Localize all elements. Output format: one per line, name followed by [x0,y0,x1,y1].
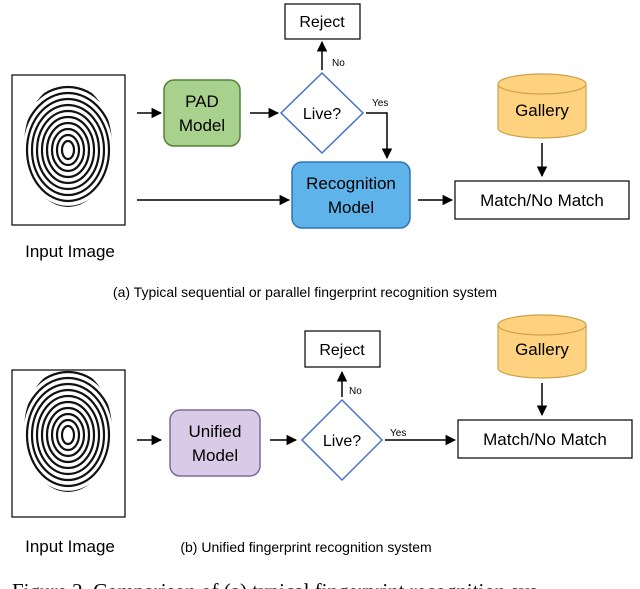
yes-label-b: Yes [390,428,406,439]
match-label-a: Match/No Match [480,191,604,210]
recognition-model-label-line2: Model [328,198,374,217]
live-decision-label-a: Live? [303,106,341,123]
reject-box-b [304,330,381,368]
arrow-live-to-recognition [366,112,393,160]
caption-b: (b) Unified fingerprint recognition syst… [180,539,431,555]
pad-model-label-line1: PAD [185,92,219,111]
live-decision-diamond-a [279,71,365,155]
gallery-label-a: Gallery [515,101,569,120]
reject-label-a: Reject [299,14,345,31]
panel-a: Input Image PAD Model Live? No Reject Ye… [11,3,630,300]
live-decision-diamond-b [300,398,384,482]
unified-model-label-line1: Unified [189,422,242,441]
panel-b: Input Image Unified Model Live? No Rejec… [11,314,633,556]
unified-model-box [169,409,261,477]
fingerprint-icon [24,368,112,492]
input-image-a [11,74,126,226]
yes-label-a: Yes [372,98,388,109]
figure-caption: Figure 2. Comparison of (a) typical fing… [12,579,537,589]
unified-model-label-line2: Model [192,446,238,465]
pad-model-box [163,79,241,147]
input-image-label-b: Input Image [25,537,115,556]
match-box-a [454,180,630,220]
reject-box-a [284,3,361,40]
gallery-label-b: Gallery [515,340,569,359]
recognition-model-box [291,161,411,229]
reject-label-b: Reject [319,342,365,359]
recognition-model-label-line1: Recognition [306,174,396,193]
match-box-b [457,419,633,459]
live-decision-label-b: Live? [323,433,361,450]
database-cylinder-icon [497,314,587,379]
fingerprint-icon [24,83,112,207]
caption-a: (a) Typical sequential or parallel finge… [113,284,497,300]
database-cylinder-icon [497,73,587,139]
no-label-a: No [332,58,345,69]
input-image-label-a: Input Image [25,242,115,261]
no-label-b: No [349,386,362,397]
match-label-b: Match/No Match [483,430,607,449]
input-image-b [11,368,126,518]
pad-model-label-line2: Model [179,116,225,135]
